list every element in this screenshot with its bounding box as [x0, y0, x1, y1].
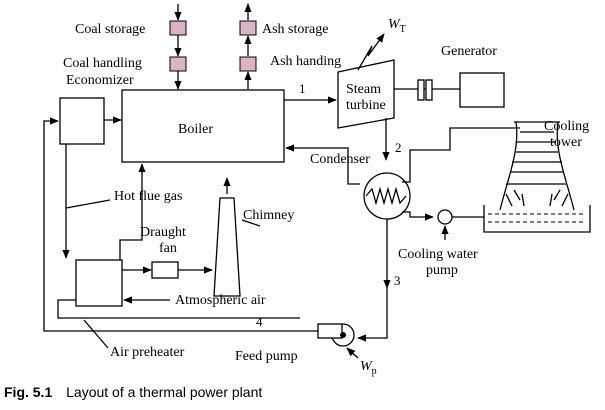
figure-caption: Fig. 5.1 Layout of a thermal power plant [4, 384, 262, 400]
ash-output-stack [239, 3, 257, 89]
ash-storage-label: Ash storage [262, 22, 329, 37]
line-4-label: 4 [256, 314, 263, 329]
ash-handling-label: Ash handing [270, 54, 341, 69]
line-3-label: 3 [394, 273, 401, 288]
boiler-box [121, 89, 285, 163]
cooling-pond [483, 205, 591, 233]
feed-pump-label: Feed pump [235, 349, 298, 364]
wp-label: Wp [360, 359, 377, 377]
figure-title: Layout of a thermal power plant [66, 384, 263, 400]
cooling-label: Cooling [544, 119, 589, 134]
draught-label: Draught [140, 225, 186, 240]
line-2-label: 2 [395, 140, 402, 155]
coupling-left [417, 79, 425, 101]
ash-storage-box [239, 20, 257, 36]
line-1-label: 1 [299, 81, 306, 96]
coal-handling-box [169, 56, 187, 72]
condenser-coil [365, 186, 407, 206]
condenser-label: Condenser [310, 152, 370, 167]
air-preheater-label: Air preheater [110, 345, 185, 360]
figure-number: Fig. 5.1 [4, 384, 53, 400]
feed-pump [317, 323, 355, 347]
pump-label: pump [426, 263, 458, 278]
coal-storage-label: Coal storage [75, 22, 145, 37]
wt-lightning [357, 33, 385, 71]
coal-storage-box [169, 20, 187, 36]
turbine-label: turbine [346, 98, 386, 113]
hot-flue-gas-label: Hot flue gas [114, 189, 182, 204]
atmospheric-air-label: Atmospheric air [175, 293, 266, 308]
tower-label: tower [550, 135, 582, 150]
boiler-label: Boiler [178, 122, 213, 137]
coupling-right [425, 79, 433, 101]
steam-label: Steam [346, 82, 381, 97]
coal-handling-label: Coal handling [63, 56, 142, 71]
ash-handling-box [239, 56, 257, 72]
cooling-water-pump [437, 209, 453, 225]
generator-label: Generator [441, 44, 497, 59]
economizer-label: Economizer [66, 73, 134, 88]
coal-input-stack [169, 4, 187, 90]
wt-label: WT [388, 17, 406, 35]
cooling-water-label: Cooling water [398, 247, 478, 262]
draught-fan-box [151, 261, 179, 279]
chimney-label: Chimney [243, 208, 294, 223]
generator-box [459, 72, 505, 108]
economizer-box [59, 97, 105, 145]
steam-turbine [337, 59, 395, 129]
cooling-tower [483, 121, 591, 233]
fan-label: fan [159, 241, 177, 256]
chimney [213, 197, 241, 297]
air-preheater-box [75, 259, 123, 307]
